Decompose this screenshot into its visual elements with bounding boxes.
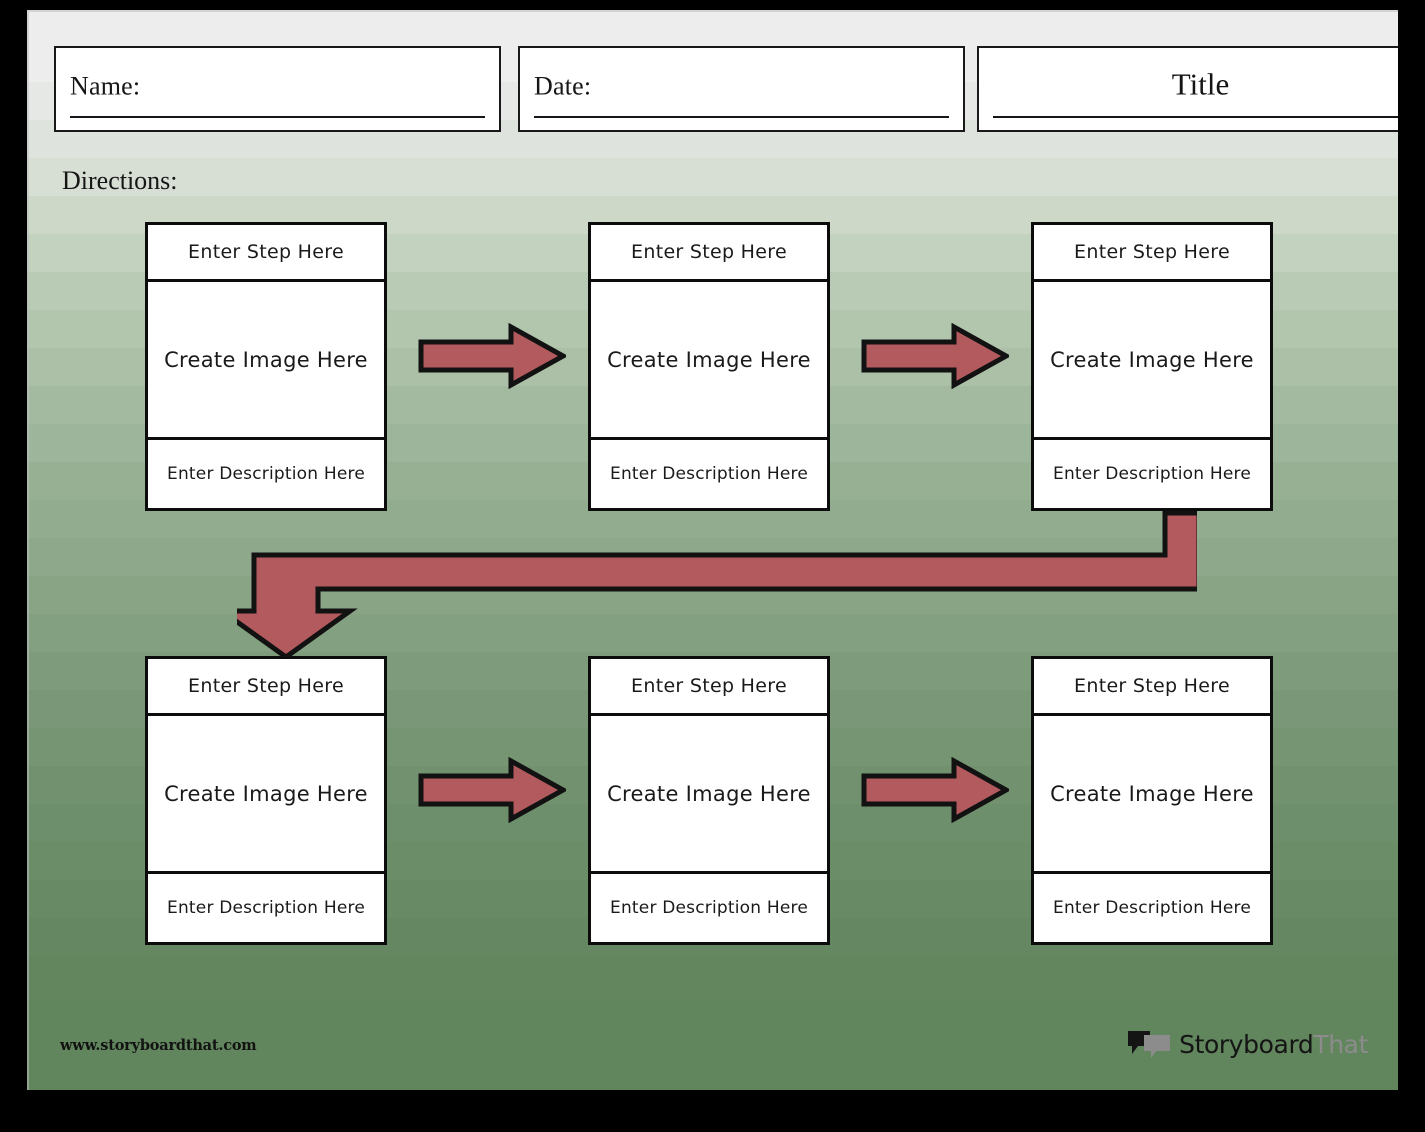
directions-label: Directions: bbox=[62, 166, 178, 195]
step-image-slot[interactable]: Create Image Here bbox=[148, 716, 384, 874]
logo-word-storyboard: Storyboard bbox=[1179, 1029, 1314, 1059]
arrow-right-icon bbox=[861, 757, 1009, 823]
title-field-box[interactable]: Title bbox=[977, 46, 1398, 132]
speech-bubbles-icon bbox=[1128, 1031, 1171, 1058]
step-description[interactable]: Enter Description Here bbox=[610, 464, 808, 484]
worksheet-canvas: Name: Date: Title Directions: Enter Step… bbox=[27, 10, 1398, 1090]
step-card[interactable]: Enter Step Here Create Image Here Enter … bbox=[588, 222, 830, 511]
step-card[interactable]: Enter Step Here Create Image Here Enter … bbox=[588, 656, 830, 945]
title-text: Title bbox=[1171, 66, 1230, 102]
step-title[interactable]: Enter Step Here bbox=[1034, 659, 1270, 716]
date-label: Date: bbox=[534, 71, 592, 101]
step-card[interactable]: Enter Step Here Create Image Here Enter … bbox=[145, 656, 387, 945]
date-write-line bbox=[534, 116, 949, 118]
step-image-slot[interactable]: Create Image Here bbox=[591, 282, 827, 440]
title-write-line bbox=[993, 116, 1398, 118]
step-image-slot[interactable]: Create Image Here bbox=[1034, 282, 1270, 440]
name-write-line bbox=[70, 116, 485, 118]
step-description[interactable]: Enter Description Here bbox=[1053, 898, 1251, 918]
step-image-slot[interactable]: Create Image Here bbox=[148, 282, 384, 440]
arrow-right-icon bbox=[861, 323, 1009, 389]
step-image-slot[interactable]: Create Image Here bbox=[591, 716, 827, 874]
step-card[interactable]: Enter Step Here Create Image Here Enter … bbox=[145, 222, 387, 511]
step-title[interactable]: Enter Step Here bbox=[148, 659, 384, 716]
arrow-right-icon bbox=[418, 323, 566, 389]
step-card[interactable]: Enter Step Here Create Image Here Enter … bbox=[1031, 656, 1273, 945]
arrow-right-icon bbox=[418, 757, 566, 823]
name-label: Name: bbox=[70, 71, 141, 101]
step-image-slot[interactable]: Create Image Here bbox=[1034, 716, 1270, 874]
logo-word-that: That bbox=[1313, 1029, 1368, 1059]
step-description[interactable]: Enter Description Here bbox=[610, 898, 808, 918]
step-title[interactable]: Enter Step Here bbox=[591, 659, 827, 716]
logo-wordmark: StoryboardThat bbox=[1179, 1030, 1368, 1059]
storyboardthat-logo: StoryboardThat bbox=[1127, 1024, 1368, 1064]
step-description[interactable]: Enter Description Here bbox=[167, 464, 365, 484]
arrow-elbow-down-icon bbox=[237, 511, 1197, 657]
step-title[interactable]: Enter Step Here bbox=[1034, 225, 1270, 282]
step-title[interactable]: Enter Step Here bbox=[148, 225, 384, 282]
step-description[interactable]: Enter Description Here bbox=[167, 898, 365, 918]
step-description[interactable]: Enter Description Here bbox=[1053, 464, 1251, 484]
name-field-box[interactable]: Name: bbox=[54, 46, 501, 132]
date-field-box[interactable]: Date: bbox=[518, 46, 965, 132]
site-url: www.storyboardthat.com bbox=[60, 1037, 257, 1054]
step-card[interactable]: Enter Step Here Create Image Here Enter … bbox=[1031, 222, 1273, 511]
step-title[interactable]: Enter Step Here bbox=[591, 225, 827, 282]
